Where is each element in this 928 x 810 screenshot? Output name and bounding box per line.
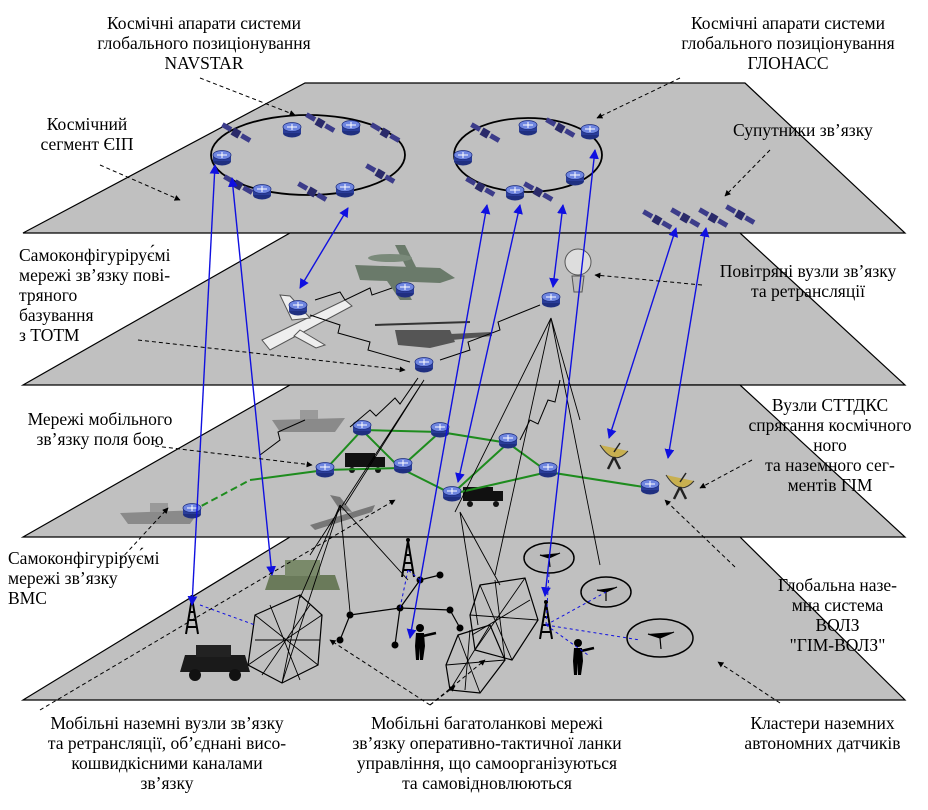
- label-line: глобального позиціонування: [681, 33, 895, 53]
- router-icon: [498, 433, 518, 449]
- label-line: ного: [813, 435, 847, 455]
- router-icon: [182, 503, 202, 519]
- label-line: NAVSTAR: [164, 53, 244, 73]
- router-icon: [640, 479, 660, 495]
- router-icon: [393, 458, 413, 474]
- router-icon: [395, 282, 415, 298]
- callout-arrows: [39, 77, 781, 711]
- router-icon: [282, 122, 302, 138]
- label-line: та наземного сег-: [765, 455, 895, 475]
- label-comm-satellites: Супутники зв’язку: [733, 120, 873, 140]
- label-line: Мережі мобільного: [27, 409, 173, 429]
- label-line: мережі зв’язку: [8, 568, 118, 588]
- router-icon: [538, 462, 558, 478]
- label-air-networks: Самоконфігурірує́мі мережі зв’язку пові-…: [19, 245, 170, 345]
- label-line: та ретрансляції, об’єднані висо-: [47, 733, 287, 753]
- label-line: та ретрансляції: [751, 281, 865, 301]
- label-battlefield: Мережі мобільного зв’язку поля бою: [20, 409, 180, 449]
- label-line: з ТОТМ: [19, 325, 80, 345]
- label-line: ГЛОНАСС: [747, 53, 829, 73]
- label-sttdks: Вузли СТТДКС спрягання космічного ного т…: [735, 395, 925, 495]
- label-navstar: Космічні апарати системи глобального поз…: [60, 13, 348, 73]
- router-icon: [212, 150, 232, 166]
- label-line: мережі зв’язку пові-: [19, 265, 171, 285]
- label-line: "ГІМ-ВОЛЗ": [789, 635, 886, 655]
- router-icon: [518, 120, 538, 136]
- router-icon: [341, 120, 361, 136]
- router-icon: [442, 486, 462, 502]
- label-line: спрягання космічного: [748, 415, 912, 435]
- label-sensors: Кластери наземних автономних датчиків: [725, 713, 920, 753]
- label-line: автономних датчиків: [744, 733, 901, 753]
- label-glonass: Космічні апарати системи глобального поз…: [644, 13, 928, 73]
- label-line: ВМС: [8, 588, 47, 608]
- label-line: кошвидкісними каналами: [71, 753, 263, 773]
- router-icon: [252, 184, 272, 200]
- label-line: Кластери наземних: [750, 713, 895, 733]
- label-line: Глобальна назе-: [778, 575, 897, 595]
- router-icon: [453, 150, 473, 166]
- uav-icon: [310, 495, 375, 530]
- label-line: тряного: [19, 285, 78, 305]
- blue-links: [187, 149, 710, 639]
- label-line: Космічний: [46, 114, 128, 134]
- label-line: ментів ГІМ: [787, 475, 873, 495]
- label-line: управління, що самоорганізуються: [356, 753, 618, 773]
- label-line: базування: [19, 305, 94, 325]
- label-line: мна система: [791, 595, 884, 615]
- label-multilevel: Мобільні багатоланкові мережі зв’язку оп…: [322, 713, 652, 793]
- label-air-nodes: Повітряні вузли зв’язку та ретрансляції: [703, 261, 913, 301]
- label-line: Вузли СТТДКС: [771, 395, 889, 415]
- label-volz: Глобальна назе- мна система ВОЛЗ "ГІМ-ВО…: [765, 575, 910, 655]
- label-space-segment: Космічний сегмент ЄІП: [22, 114, 152, 154]
- router-icon: [541, 292, 561, 308]
- label-line: глобального позиціонування: [97, 33, 311, 53]
- label-line: ВОЛЗ: [815, 615, 860, 635]
- label-line: Самоконфігурірує́мі: [19, 245, 171, 265]
- ship-icon: [272, 410, 345, 432]
- label-line: Мобільні наземні вузли зв’язку: [50, 713, 284, 733]
- label-line: сегмент ЄІП: [40, 134, 134, 154]
- label-ground-nodes: Мобільні наземні вузли зв’язку та ретран…: [8, 713, 326, 793]
- router-icon: [565, 170, 585, 186]
- label-naval: Самоконфігурірує́мі мережі зв’язку ВМС: [8, 548, 159, 608]
- label-line: Самоконфігурірує́мі: [8, 548, 160, 568]
- label-line: Мобільні багатоланкові мережі: [370, 713, 604, 733]
- router-icon: [414, 357, 434, 373]
- mesh-cluster-icon: [247, 594, 323, 684]
- label-line: Космічні апарати системи: [691, 13, 885, 33]
- router-icon: [288, 300, 308, 316]
- label-line: зв’язку поля бою: [36, 429, 164, 449]
- sensor-cluster-icon: [626, 618, 694, 658]
- label-line: зв’язку: [140, 773, 194, 793]
- label-line: та самовідновлюються: [402, 773, 572, 793]
- label-line: зв’язку оперативно-тактичної ланки: [352, 733, 622, 753]
- router-icon: [580, 124, 600, 140]
- label-line: Супутники зв’язку: [733, 120, 873, 140]
- humvee-icon: [180, 645, 250, 681]
- label-line: Космічні апарати системи: [107, 13, 301, 33]
- router-icon: [315, 462, 335, 478]
- router-icon: [505, 185, 525, 201]
- router-icon: [335, 182, 355, 198]
- label-line: Повітряні вузли зв’язку: [719, 261, 897, 281]
